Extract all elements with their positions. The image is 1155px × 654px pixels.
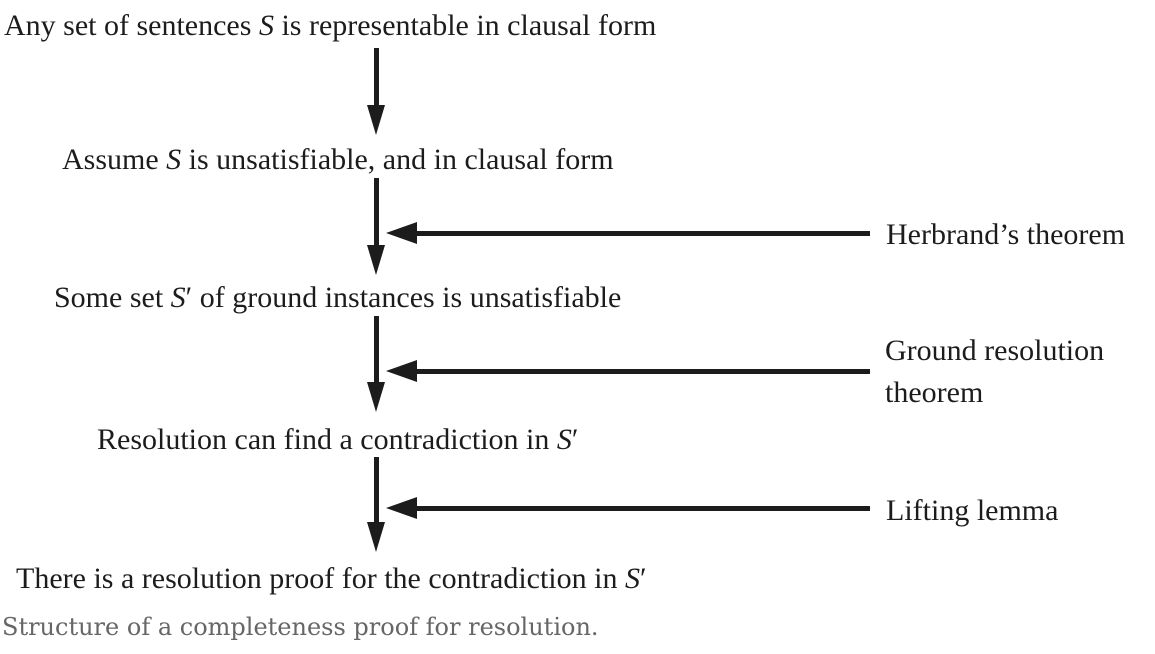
down-arrow-icon-2: [367, 178, 385, 275]
label-lifting-lemma: Lifting lemma: [886, 494, 1059, 527]
left-arrow-lifting-lemma-shaft: [409, 505, 870, 511]
left-arrow-icon-lifting-lemma: [386, 497, 870, 519]
down-arrow-1-head: [367, 105, 385, 135]
left-arrow-lifting-lemma-head: [386, 497, 417, 519]
down-arrow-3-head: [367, 382, 385, 412]
label-herbrands-theorem: Herbrand’s theorem: [886, 218, 1126, 251]
down-arrow-2-shaft: [373, 178, 379, 245]
down-arrow-4-shaft: [373, 457, 379, 522]
left-arrow-icon-herbrand: [386, 222, 870, 244]
label-ground-resolution-line1: Ground resolution: [885, 334, 1105, 367]
step-resolution-proof-exists: There is a resolution proof for the cont…: [16, 562, 647, 595]
down-arrow-icon-3: [367, 316, 385, 412]
down-arrow-icon-1: [367, 48, 385, 135]
step-resolution-finds-contradiction: Resolution can find a contradiction in S…: [97, 423, 579, 456]
step-any-set-representable: Any set of sentences S is representable …: [4, 9, 657, 42]
down-arrow-1-shaft: [373, 48, 379, 105]
left-arrow-icon-ground-resolution: [386, 360, 870, 382]
step-ground-instances-unsatisfiable: Some set S′ of ground instances is unsat…: [54, 281, 622, 314]
step-assume-unsatisfiable: Assume S is unsatisfiable, and in clausa…: [62, 143, 614, 176]
label-ground-resolution-line2: theorem: [885, 376, 984, 409]
left-arrow-ground-resolution-shaft: [409, 368, 870, 374]
down-arrow-3-shaft: [373, 316, 379, 382]
down-arrow-icon-4: [367, 457, 385, 552]
label-ground-resolution-theorem: Ground resolution theorem: [885, 330, 1104, 414]
down-arrow-2-head: [367, 245, 385, 275]
left-arrow-herbrand-head: [386, 222, 417, 244]
figure-caption: Structure of a completeness proof for re…: [2, 613, 599, 641]
down-arrow-4-head: [367, 522, 385, 552]
left-arrow-herbrand-shaft: [409, 230, 870, 236]
left-arrow-ground-resolution-head: [386, 360, 417, 382]
